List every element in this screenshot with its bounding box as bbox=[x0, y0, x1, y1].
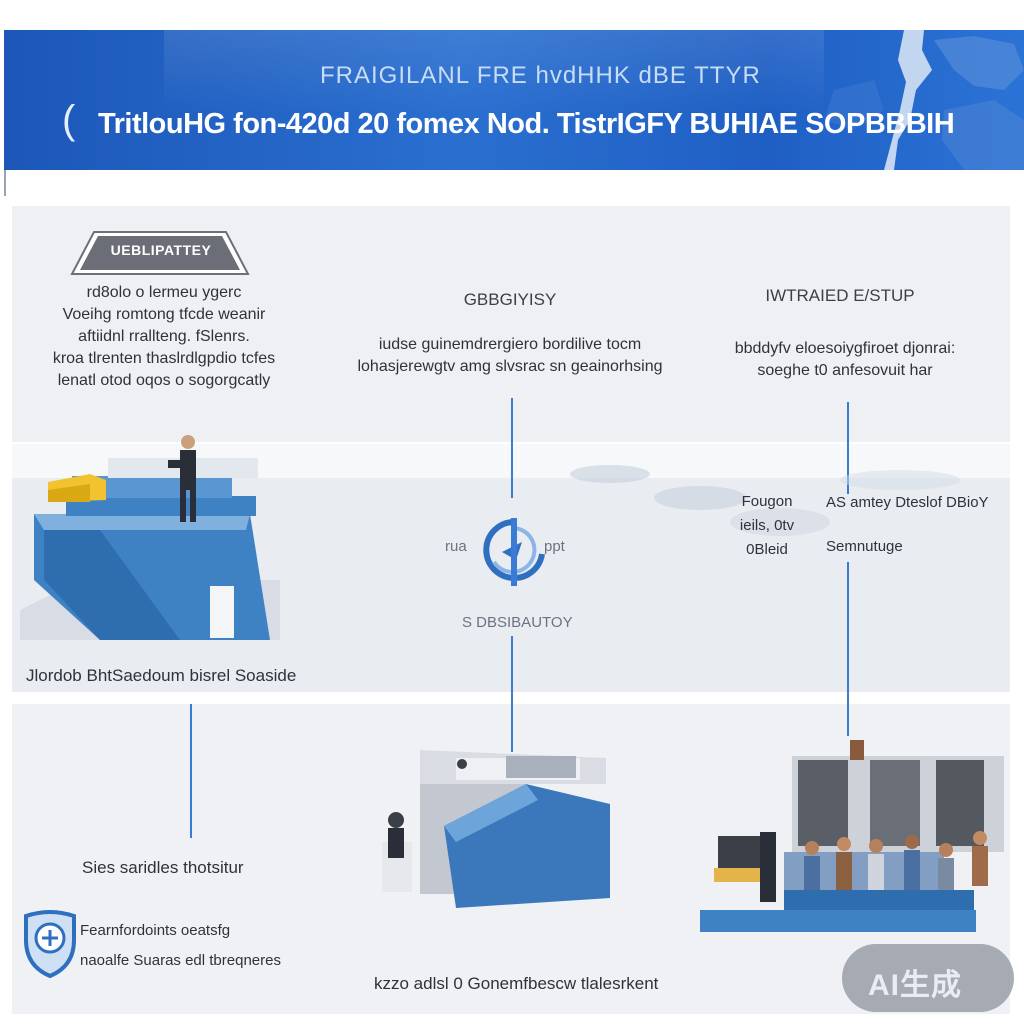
banner-sheen bbox=[164, 30, 824, 170]
section-badge: UEBLIPATTEY bbox=[110, 242, 212, 258]
right-label-a-line: 0Bleid bbox=[746, 541, 788, 558]
left-text-line: lenatl otod oqos o sogorgcatly bbox=[57, 372, 271, 389]
hub-caption: S DBSIBAUTOY bbox=[462, 614, 573, 631]
right-connector-bottom bbox=[847, 562, 849, 736]
factory-workers-illustration bbox=[700, 740, 1004, 932]
right-text-line: soeghe t0 anfesovuit har bbox=[757, 362, 933, 379]
right-text-line: bbddyfv eloesoiygfiroet djonrai: bbox=[734, 340, 956, 357]
right-label-b: AS amtey Dteslof DBioY bbox=[826, 494, 989, 511]
right-cloud-shapes bbox=[570, 465, 960, 536]
hub-right-label: ppt bbox=[544, 538, 565, 555]
center-text-line: lohasjerewgtv amg slvsrac sn geainorhsin… bbox=[357, 358, 663, 375]
conveyor-machine-illustration bbox=[20, 435, 280, 640]
ai-watermark: AI生成 bbox=[868, 969, 962, 1002]
banner-subtitle: FRAIGILANL FRE hvdHHK dBE TTYR bbox=[320, 62, 761, 89]
left-text-line: Voeihg romtong tfcde weanir bbox=[62, 306, 266, 323]
shield-icon bbox=[24, 910, 76, 978]
right-label-a-line: Fougon bbox=[741, 493, 793, 510]
header-banner bbox=[4, 30, 1024, 170]
left-text-block: rd8olo o lermeu ygerc Voeihg romtong tfc… bbox=[34, 282, 294, 392]
center-text-block: iudse guinemdrergiero bordilive tocm loh… bbox=[340, 334, 680, 378]
right-connector-top bbox=[847, 402, 849, 494]
left-text-line: kroa tlrenten thaslrdlgpdio tcfes bbox=[52, 350, 276, 367]
center-heading: GBBGIYISY bbox=[463, 290, 557, 309]
left-machine-caption: Jlordob BhtSaedoum bisrel Soaside bbox=[26, 666, 297, 685]
right-text-block: bbddyfv eloesoiygfiroet djonrai: soeghe … bbox=[710, 338, 980, 382]
section-badge-shape bbox=[70, 231, 250, 275]
right-label-c: Semnutuge bbox=[826, 538, 903, 555]
center-connector-top bbox=[511, 398, 513, 498]
bottom-left-label: Sies saridles thotsitur bbox=[82, 858, 244, 877]
banner-paren: ( bbox=[62, 98, 76, 142]
hub-logo-icon bbox=[483, 518, 545, 586]
bottom-left-line: Fearnfordoints oeatsfg bbox=[80, 922, 231, 939]
bottom-left-line: naoalfe Suaras edl tbreqneres bbox=[80, 952, 281, 969]
banner-title: TritlouHG fon-420d 20 fomex Nod. TistrIG… bbox=[98, 108, 955, 140]
center-connector-bottom bbox=[511, 636, 513, 752]
world-map-graphic bbox=[824, 30, 1024, 170]
right-label-a-line: ieils, 0tv bbox=[739, 517, 795, 534]
bottom-left-text: Fearnfordoints oeatsfg naoalfe Suaras ed… bbox=[80, 916, 281, 976]
left-text-line: rd8olo o lermeu ygerc bbox=[86, 284, 242, 301]
center-text-line: iudse guinemdrergiero bordilive tocm bbox=[378, 336, 642, 353]
right-heading: IWTRAIED E/STUP bbox=[765, 286, 915, 305]
press-machine-illustration bbox=[382, 750, 610, 908]
left-text-line: aftiidnl rrallteng. fSlenrs. bbox=[78, 328, 250, 345]
ai-watermark-pill bbox=[842, 944, 1014, 1012]
left-connector bbox=[190, 704, 192, 838]
right-label-a: Fougon ieils, 0tv 0Bleid bbox=[722, 490, 812, 562]
banner-left-rule bbox=[4, 170, 6, 196]
hub-left-label: ruа bbox=[445, 538, 467, 555]
bottom-center-caption: kzzo adlsl 0 Gonemfbescw tlalesrkent bbox=[374, 974, 659, 993]
